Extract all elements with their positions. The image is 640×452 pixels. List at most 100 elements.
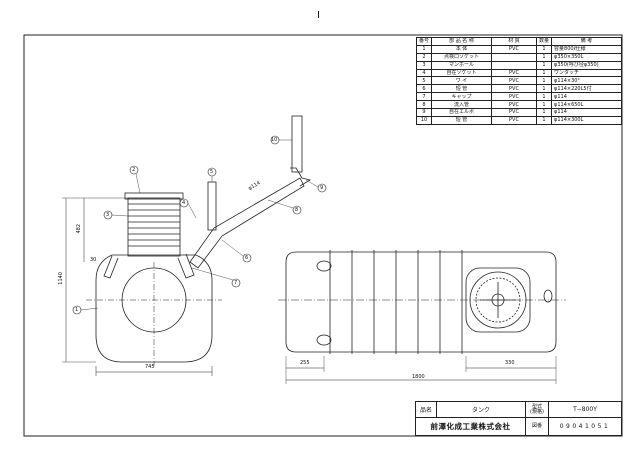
riser-pipe	[291, 115, 303, 173]
dim-height-total: 1140	[58, 272, 64, 285]
cell: φ114×220L5付	[551, 84, 622, 94]
dim-right-offset: 330	[505, 360, 515, 366]
side-view	[62, 115, 312, 376]
cell: 1	[536, 84, 553, 94]
cell: 流入管	[431, 100, 493, 110]
callout-label: 2	[132, 167, 136, 173]
cell: 7	[415, 92, 433, 102]
cell: φ350(呼び径φ350)	[551, 60, 622, 70]
callout-7	[231, 278, 241, 288]
dim-length-total: 1800	[412, 374, 425, 380]
callout-label: 10	[271, 137, 278, 143]
cell: φ350×350L	[551, 52, 622, 62]
cell: PVC	[491, 108, 538, 117]
parts-header-row: 番号 部 品 名 称 材 質 数量 備 考	[415, 37, 622, 46]
cell: 1	[536, 115, 553, 125]
company-name: 前澤化成工業株式会社	[415, 417, 526, 436]
drawing-label: 図番	[525, 417, 549, 436]
cell	[491, 60, 538, 70]
cell: φ114×30°	[551, 76, 622, 86]
cell: マンホール	[431, 60, 493, 70]
cell: 10	[415, 115, 433, 125]
cell: 1	[415, 44, 433, 54]
header-cell: 番号	[415, 37, 433, 46]
cell: 1	[536, 76, 553, 86]
dim-width-side: 745	[145, 364, 155, 370]
inlet-pipe	[189, 177, 305, 269]
header-cell: 部 品 名 称	[431, 37, 493, 46]
sheet-label: I	[317, 10, 320, 21]
manhole-cover	[124, 192, 184, 200]
cell: PVC	[491, 84, 538, 94]
cell: 自在ソケット	[431, 68, 493, 78]
cell: φ114×300L	[551, 115, 622, 125]
drawing-frame	[23, 34, 623, 437]
cell: 点検口ソケット	[431, 52, 493, 62]
name-value: タンク	[436, 400, 526, 419]
dim-height-upper: 482	[76, 224, 82, 234]
manhole-riser	[127, 197, 181, 257]
cell: 1	[536, 92, 553, 102]
model-value: T−800Y	[548, 400, 622, 419]
cell: 1	[536, 100, 553, 110]
cell: φ114	[551, 92, 622, 102]
cell: 5	[415, 76, 433, 86]
cell: PVC	[491, 44, 538, 54]
cell: PVC	[491, 100, 538, 110]
plan-view-body	[285, 251, 557, 353]
cell: 短 管	[431, 84, 493, 94]
dim-left-offset: 255	[300, 360, 310, 366]
cell: 1	[536, 60, 553, 70]
cell: 容量800ℓ仕様	[551, 44, 622, 54]
model-label: 型式	[531, 403, 542, 410]
cell: 4	[415, 68, 433, 78]
drawing-number: 09041051	[548, 417, 622, 436]
header-cell: 材 質	[491, 37, 538, 46]
cell	[491, 52, 538, 62]
dim-angle: 30	[90, 257, 97, 263]
cell: ワ イ	[431, 76, 493, 86]
callout-label: 8	[295, 207, 299, 213]
side-view-body	[95, 254, 213, 363]
cell: PVC	[491, 115, 538, 125]
cell: 9	[415, 108, 433, 117]
header-cell: 備 考	[551, 37, 622, 46]
plan-view	[278, 250, 566, 384]
left-socket	[103, 255, 119, 279]
callout-bubbles	[72, 135, 327, 315]
cell: 短 管	[431, 115, 493, 125]
cell: PVC	[491, 68, 538, 78]
callout-label: 4	[182, 200, 186, 206]
cell: 1	[536, 68, 553, 78]
cell: 本 体	[431, 44, 493, 54]
model-label-cell: 型式 (規格)	[525, 400, 549, 419]
cell: PVC	[491, 76, 538, 86]
callout-label: 1	[75, 307, 79, 313]
header-cell: 数量	[536, 37, 553, 46]
callout-label: 9	[320, 185, 324, 191]
cell: 1	[536, 44, 553, 54]
cell: キャップ	[431, 92, 493, 102]
right-socket	[177, 253, 195, 279]
callout-label: 3	[106, 212, 110, 218]
callout-2	[129, 165, 139, 175]
cell: φ114	[551, 108, 622, 117]
name-label: 品名	[415, 400, 437, 419]
cell: 自在エルボ	[431, 108, 493, 117]
cell: φ114×650L	[551, 100, 622, 110]
callout-6	[242, 253, 252, 263]
model-sub-label: (規格)	[530, 408, 544, 415]
vertical-stub	[207, 181, 217, 231]
cell: PVC	[491, 92, 538, 102]
